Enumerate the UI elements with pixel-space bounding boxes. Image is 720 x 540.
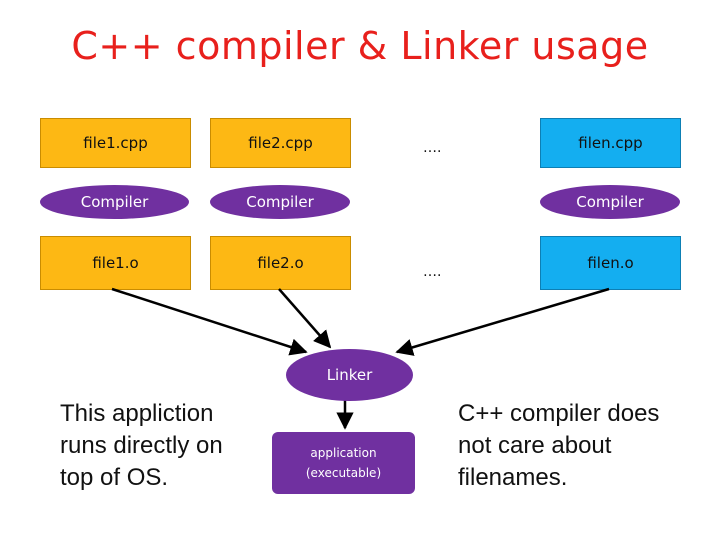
note-left: This appliction runs directly on top of … <box>60 400 223 491</box>
ellipsis-objects: …. <box>423 264 442 280</box>
application-box: application (executable) <box>272 432 415 494</box>
object-file2-box: file2.o <box>210 236 351 290</box>
compiler-2-node: Compiler <box>210 185 350 219</box>
source-file2-box: file2.cpp <box>210 118 351 168</box>
arrow-file2-to-linker <box>278 288 332 349</box>
compiler-n-node: Compiler <box>540 185 680 219</box>
note-right: C++ compiler does not care about filenam… <box>458 400 660 491</box>
arrow-filen-to-linker <box>395 287 610 356</box>
arrow-file1-to-linker <box>111 287 308 356</box>
page-title: C++ compiler & Linker usage <box>71 24 649 68</box>
compiler-1-node: Compiler <box>40 185 189 219</box>
object-filen-box: filen.o <box>540 236 681 290</box>
object-file1-box: file1.o <box>40 236 191 290</box>
ellipsis-sources: …. <box>423 140 442 156</box>
linker-node: Linker <box>286 349 413 401</box>
source-filen-box: filen.cpp <box>540 118 681 168</box>
source-file1-box: file1.cpp <box>40 118 191 168</box>
